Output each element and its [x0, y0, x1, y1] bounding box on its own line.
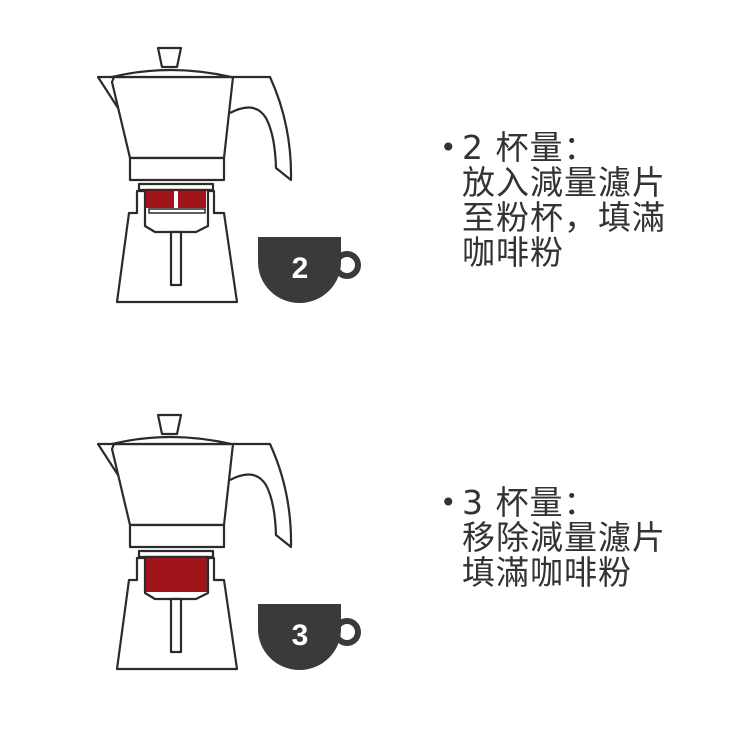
cup-count-3: 3	[292, 619, 309, 652]
step-2-cups-text: • 2 杯量： 放入減量濾片 至粉杯，填滿 咖啡粉	[440, 130, 666, 270]
moka-pot-2-cups	[96, 46, 293, 304]
cup-3-icon: 3	[258, 604, 361, 670]
step-line: 放入減量濾片	[462, 163, 666, 202]
moka-pot-3-cups	[96, 413, 293, 671]
step-line: 至粉杯，填滿	[462, 198, 666, 237]
bullet: •	[440, 131, 457, 164]
reducer-filter-coffee	[146, 191, 206, 214]
bullet: •	[440, 486, 457, 519]
full-basket-coffee	[146, 558, 207, 592]
step-line: 3 杯量：	[462, 483, 598, 522]
step-3-cups-text: • 3 杯量： 移除減量濾片 填滿咖啡粉	[440, 485, 666, 590]
step-line: 填滿咖啡粉	[462, 553, 632, 592]
cup-2-icon: 2	[258, 237, 361, 303]
step-line: 2 杯量：	[462, 128, 598, 167]
cup-count-2: 2	[292, 252, 309, 285]
step-line: 移除減量濾片	[462, 518, 666, 557]
step-line: 咖啡粉	[462, 233, 564, 272]
